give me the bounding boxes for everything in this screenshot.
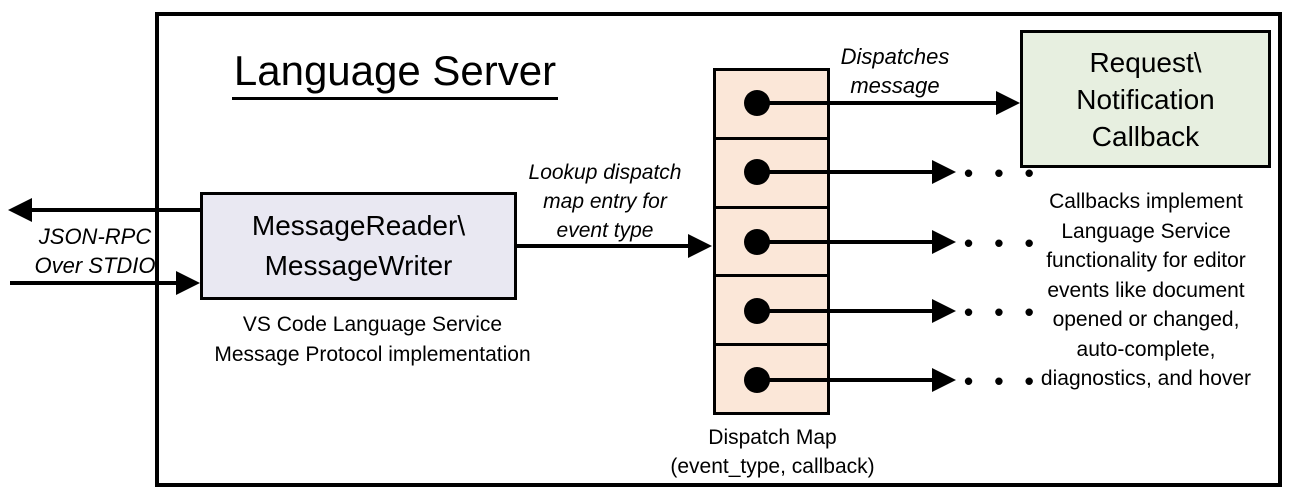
- stdio-outbound-arrow-line: [28, 208, 200, 212]
- dispatch-arrow-line: [757, 101, 998, 105]
- dispatch-arrowhead-icon: [932, 299, 956, 323]
- request-notification-callback-box: Request\ Notification Callback: [1020, 30, 1271, 168]
- message-reader-line: MessageReader\: [251, 210, 466, 241]
- message-reader-writer-box: MessageReader\ MessageWriter: [200, 192, 517, 300]
- stdio-inbound-arrowhead-icon: [176, 271, 200, 295]
- dispatch-map-cell: [716, 71, 827, 140]
- dispatch-arrow-line: [757, 309, 934, 313]
- more-callbacks-ellipsis: • • •: [964, 366, 1041, 396]
- dispatch-map-caption: Dispatch Map (event_type, callback): [670, 426, 875, 478]
- more-callbacks-ellipsis: • • •: [964, 228, 1041, 258]
- dispatch-arrow-line: [757, 378, 934, 382]
- dispatch-arrow-line: [757, 170, 934, 174]
- stdio-outbound-arrowhead-icon: [8, 198, 32, 222]
- lookup-label: Lookup dispatch map entry for event type: [528, 161, 682, 242]
- message-writer-line: MessageWriter: [264, 250, 453, 281]
- more-callbacks-ellipsis: • • •: [964, 297, 1041, 327]
- dispatch-map-cell: [716, 140, 827, 209]
- dispatch-arrowhead-icon: [932, 368, 956, 392]
- lookup-arrow-line: [517, 244, 692, 248]
- stdio-transport-label: JSON-RPC Over STDIO: [34, 224, 156, 278]
- diagram-title: Language Server: [215, 47, 575, 101]
- dispatch-arrow-line: [757, 240, 934, 244]
- dispatch-arrowhead-icon: [932, 230, 956, 254]
- dispatch-arrowhead-icon: [996, 91, 1020, 115]
- lookup-arrowhead-icon: [688, 234, 712, 258]
- callbacks-note: Callbacks implement Language Service fun…: [1040, 190, 1252, 390]
- dispatch-arrowhead-icon: [932, 160, 956, 184]
- diagram-title-text: Language Server: [231, 47, 559, 101]
- dispatch-map-cell: [716, 277, 827, 347]
- message-box-caption: VS Code Language Service Message Protoco…: [214, 313, 531, 366]
- dispatch-map-cell: [716, 209, 827, 278]
- language-server-boundary-box: [155, 12, 1282, 487]
- stdio-inbound-arrow-line: [10, 281, 178, 285]
- dispatches-message-label: Dispatches message: [840, 44, 950, 98]
